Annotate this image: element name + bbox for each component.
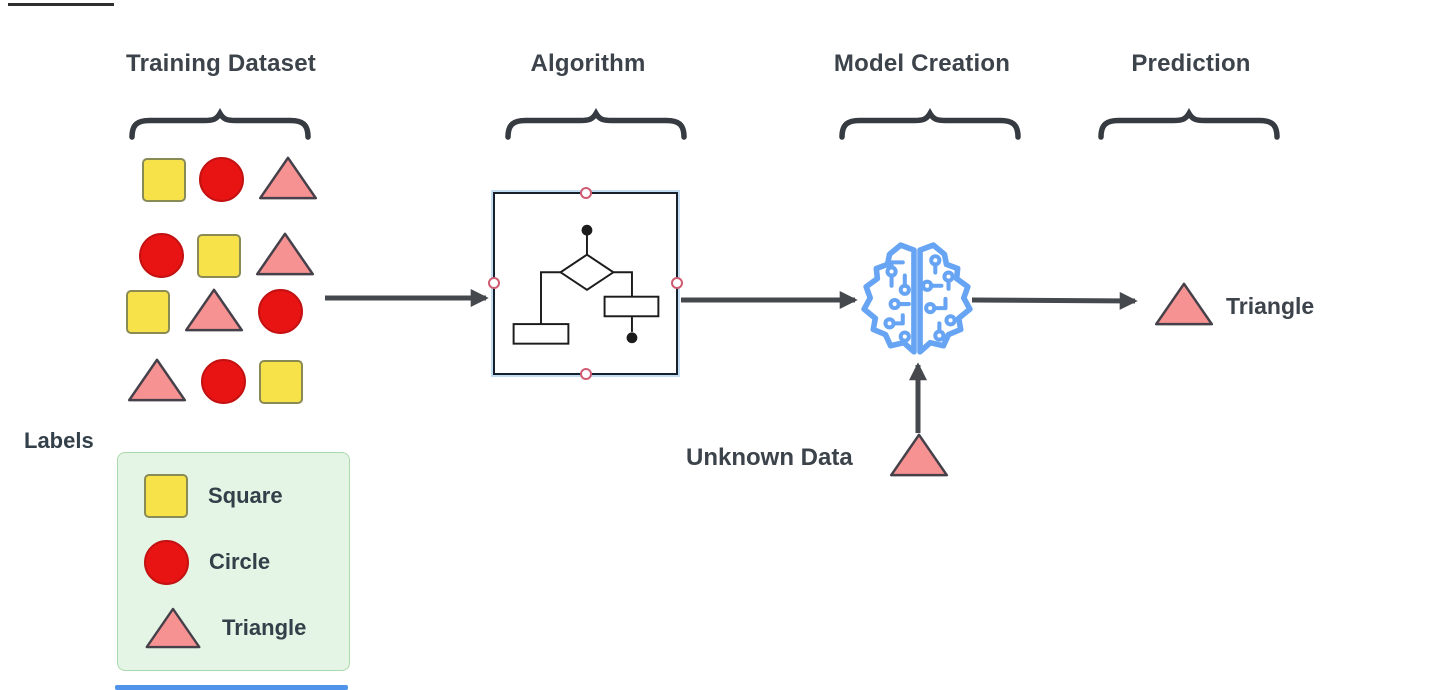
legend-item: Square: [144, 473, 349, 519]
flowchart-icon: [512, 224, 660, 345]
training-row: [139, 230, 316, 278]
training-row: [142, 154, 319, 202]
top-left-line: [8, 3, 114, 6]
algorithm-box[interactable]: [488, 187, 683, 380]
triangle-shape[interactable]: [888, 431, 950, 479]
unknown-data-shape[interactable]: [888, 431, 950, 479]
horizontal-scrollbar[interactable]: [115, 685, 348, 690]
triangle-shape[interactable]: [126, 356, 188, 404]
triangle-shape[interactable]: [144, 605, 202, 651]
connection-point-top[interactable]: [579, 187, 592, 199]
section-title-prediction: Prediction: [1131, 50, 1251, 77]
curly-brace-model: [839, 108, 1021, 140]
legend-item-label: Circle: [209, 549, 271, 574]
arrow-model-to-prediction: [971, 291, 1138, 310]
model-creation-node[interactable]: [856, 240, 978, 362]
connection-point-bottom[interactable]: [579, 368, 592, 380]
square-shape[interactable]: [259, 360, 303, 404]
legend-item: Triangle: [144, 605, 349, 651]
connection-point-left[interactable]: [488, 276, 500, 289]
square-shape[interactable]: [126, 290, 170, 334]
curly-brace-prediction: [1098, 108, 1280, 140]
section-title-algorithm: Algorithm: [530, 50, 646, 77]
triangle-shape[interactable]: [183, 286, 245, 334]
prediction-shape[interactable]: [1153, 280, 1215, 328]
legend-item-label: Triangle: [222, 615, 307, 640]
legend-item: Circle: [144, 539, 349, 585]
circle-shape[interactable]: [201, 359, 246, 404]
training-row: [126, 356, 303, 404]
brain-circuit-icon: [861, 242, 973, 355]
legend-item-label: Square: [208, 483, 283, 508]
square-shape[interactable]: [142, 158, 186, 202]
curly-brace-training: [129, 108, 311, 140]
prediction-label: Triangle: [1226, 293, 1315, 319]
circle-shape[interactable]: [139, 233, 184, 278]
circle-shape[interactable]: [258, 289, 303, 334]
triangle-shape[interactable]: [257, 154, 319, 202]
circle-shape[interactable]: [144, 539, 189, 585]
training-dataset-grid: [124, 154, 344, 409]
triangle-shape[interactable]: [1153, 280, 1215, 328]
triangle-shape[interactable]: [254, 230, 316, 278]
curly-brace-algorithm: [505, 108, 687, 140]
section-title-training: Training Dataset: [126, 50, 316, 77]
legend-title: Labels: [24, 428, 94, 453]
square-shape[interactable]: [197, 234, 241, 278]
section-title-model: Model Creation: [833, 50, 1011, 77]
unknown-data-label: Unknown Data: [686, 444, 853, 471]
square-shape[interactable]: [144, 474, 188, 518]
training-row: [126, 286, 303, 334]
connection-point-right[interactable]: [671, 276, 683, 289]
circle-shape[interactable]: [199, 157, 244, 202]
